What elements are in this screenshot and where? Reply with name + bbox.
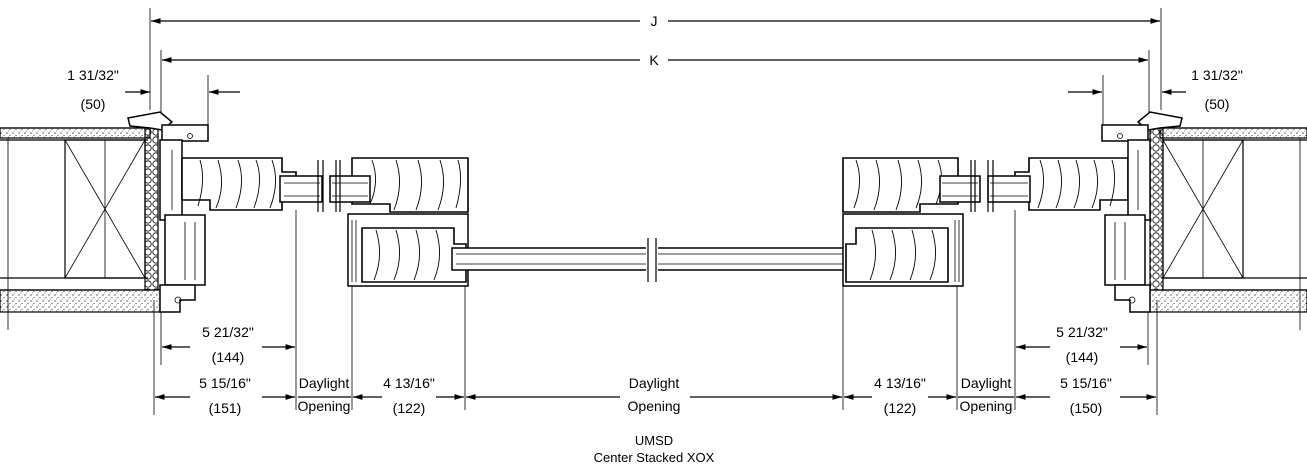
daylight-right-line1: Daylight [961,375,1012,391]
left-frame [127,111,209,313]
right-fixed-sash [987,157,1129,212]
dim-left-sash-in: 4 13/16" [383,375,435,391]
right-frame [1101,111,1183,313]
dim-right-sash-in: 4 13/16" [874,375,926,391]
dim-k-label: K [649,52,659,68]
dim-right-sash-mm: (122) [884,400,917,416]
daylight-left-line2: Opening [298,398,351,414]
left-sliding-sash [329,157,469,213]
title-line2: Center Stacked XOX [594,450,715,465]
title-line1: UMSD [635,433,673,448]
left-wall [0,127,161,330]
dim-right-inner-mm: (144) [1066,349,1099,365]
dim-right-inner-in: 5 21/32" [1056,324,1108,340]
dim-left-inner-in: 5 21/32" [202,324,254,340]
dim-top-left-in: 1 31/32" [67,67,119,83]
left-fixed-sash [181,157,324,212]
dim-right-inner: 5 21/32" (144) [1015,324,1147,365]
dim-left-inner: 5 21/32" (144) [162,324,295,365]
dim-left-outer: 5 15/16" (151) [155,375,295,416]
dim-j-label: J [651,13,658,29]
extension-lines [149,8,1162,415]
left-bottom-sash [347,213,469,287]
dim-top-right-mm: (50) [1205,96,1230,112]
dim-top-left: 1 31/32" (50) [67,67,240,112]
dim-k: K [162,52,1148,68]
dim-left-sash-mm: (122) [393,400,426,416]
daylight-center-line1: Daylight [629,375,680,391]
drawing-title: UMSD Center Stacked XOX [594,433,715,465]
dim-right-outer: 5 15/16" (150) [1015,375,1156,416]
dim-left-outer-in: 5 15/16" [199,375,251,391]
dim-right-outer-in: 5 15/16" [1060,375,1112,391]
daylight-right-line2: Opening [960,398,1013,414]
daylight-center-line2: Opening [628,398,681,414]
dim-daylight-right: Daylight Opening [958,375,1014,414]
dim-right-outer-mm: (150) [1070,400,1103,416]
dim-top-right: 1 31/32" (50) [1068,67,1243,112]
dim-j: J [151,13,1160,29]
right-bottom-sash [842,213,964,287]
dim-left-sash: 4 13/16" (122) [353,375,464,416]
dim-top-left-mm: (50) [81,96,106,112]
dim-right-sash: 4 13/16" (122) [844,375,956,416]
center-glazing [451,238,863,282]
right-sliding-sash [842,157,981,213]
dim-top-right-in: 1 31/32" [1191,67,1243,83]
dim-left-outer-mm: (151) [209,400,242,416]
dim-daylight-left: Daylight Opening [298,375,351,414]
right-wall [1149,127,1307,330]
daylight-left-line1: Daylight [299,375,350,391]
dim-left-inner-mm: (144) [212,349,245,365]
dim-daylight-center: Daylight Opening [466,375,842,414]
